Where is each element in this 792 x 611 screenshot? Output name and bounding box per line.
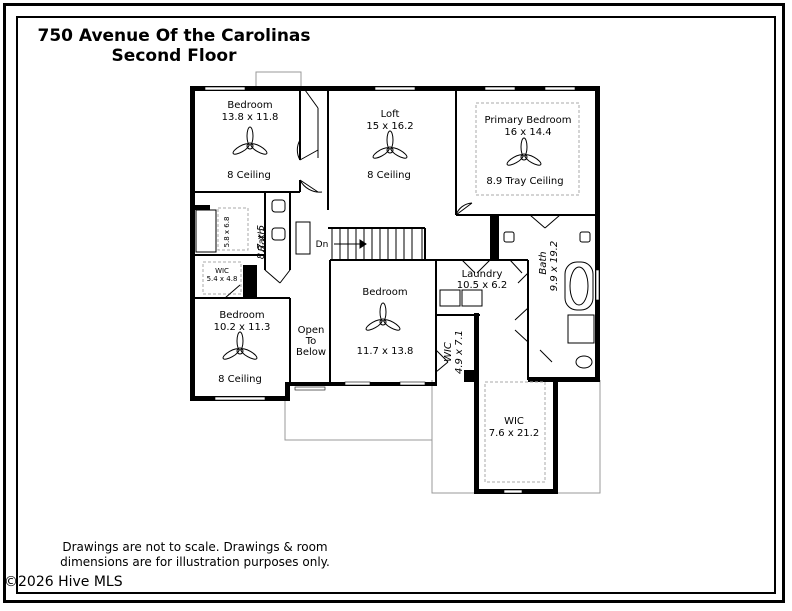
bedroom-nw-ceiling: 8 Ceiling (227, 170, 271, 181)
primary-bedroom-name: Primary Bedroom (484, 115, 571, 126)
open-to-below-line2: To (305, 336, 317, 347)
loft-name: Loft (381, 109, 400, 120)
outer-frame (3, 3, 785, 603)
wic-sw-name: WIC (215, 267, 229, 275)
ceiling-fan-icon (372, 130, 408, 159)
primary-bath-name: Bath (538, 251, 549, 274)
ceiling-fan-icon (365, 302, 401, 331)
closet-small-size: 5.8 x 6.8 (223, 217, 231, 248)
wall-stubs (195, 205, 499, 382)
primary-bedroom-ceiling: 8.9 Tray Ceiling (486, 176, 563, 187)
open-to-below-line1: Open (298, 325, 325, 336)
door-swings (224, 89, 561, 373)
loft-size: 15 x 16.2 (366, 121, 413, 132)
inner-frame (16, 16, 776, 594)
windows (204, 86, 600, 494)
open-to-below-line3: Below (296, 347, 326, 358)
stairs (331, 227, 423, 261)
ceiling-fan-icon (232, 126, 268, 155)
bath-small-name: Bath (257, 228, 268, 251)
dashed-outlines (202, 102, 580, 483)
primary-bedroom-size: 16 x 14.4 (504, 127, 551, 138)
bedroom-sw-size: 10.2 x 11.3 (214, 322, 271, 333)
wic-sw-size: 5.4 x 4.8 (207, 275, 238, 283)
wic-center-size: 4.9 x 7.1 (454, 330, 465, 374)
ceiling-fan-icon (506, 137, 542, 166)
watermark: ©2026 Hive MLS (4, 574, 123, 590)
floor-title: Second Floor (111, 46, 237, 66)
wic-center-name: WIC (443, 342, 454, 362)
ceiling-fan-icon (222, 331, 258, 360)
bath-small-size: 8.7 x 5 (256, 225, 267, 260)
loft-ceiling: 8 Ceiling (367, 170, 411, 181)
bedroom-center-size: 11.7 x 13.8 (357, 346, 414, 357)
bedroom-nw-size: 13.8 x 11.8 (222, 112, 279, 123)
bedroom-nw-name: Bedroom (227, 100, 272, 111)
bath-fixtures (195, 199, 595, 369)
wic-primary-name: WIC (504, 416, 524, 427)
laundry-name: Laundry (462, 269, 503, 280)
bedroom-sw-ceiling: 8 Ceiling (218, 374, 262, 385)
stairs-down-label: Dn (316, 240, 329, 250)
address-title: 750 Avenue Of the Carolinas (37, 26, 311, 46)
wic-primary-size: 7.6 x 21.2 (489, 428, 539, 439)
primary-bath-size: 9.9 x 19.2 (549, 241, 560, 291)
bedroom-sw-name: Bedroom (219, 310, 264, 321)
disclaimer-text: Drawings are not to scale. Drawings & ro… (60, 540, 330, 569)
laundry-size: 10.5 x 6.2 (457, 280, 507, 291)
bedroom-center-name: Bedroom (362, 287, 407, 298)
